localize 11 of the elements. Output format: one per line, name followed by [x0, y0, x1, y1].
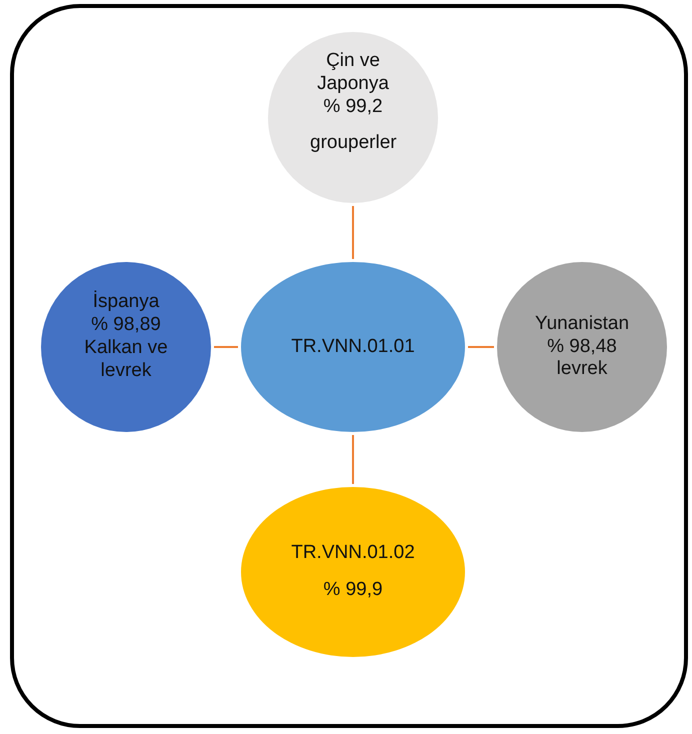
node-label: grouperler [310, 132, 396, 156]
connector-line [214, 346, 238, 348]
node-label: İspanya % 98,89 Kalkan ve levrek [83, 291, 169, 383]
connector-line [352, 206, 354, 259]
node-label: TR.VNN.01.02 [291, 542, 415, 565]
connector-line [352, 435, 354, 484]
node-label: Çin ve Japonya % 99,2 [316, 50, 390, 118]
connector-line [468, 346, 494, 348]
node-label: TR.VNN.01.01 [291, 336, 415, 358]
node-label: % 99,9 [323, 579, 383, 602]
node-label: Yunanistan % 98,48 levrek [534, 312, 630, 382]
